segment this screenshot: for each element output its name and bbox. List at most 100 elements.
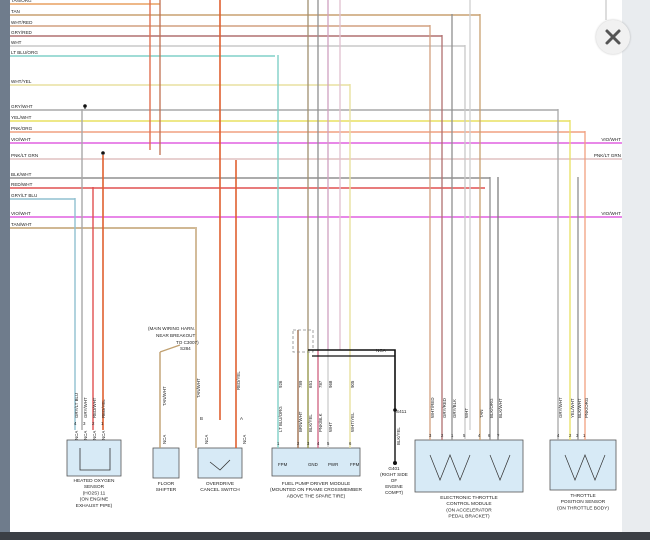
tps-pin: 2 <box>569 433 572 438</box>
caption-tps: (ON THROTTLE BODY) <box>557 505 609 511</box>
fpdm-pin: 6 <box>349 441 352 446</box>
g401-label: COMPT) <box>385 490 404 495</box>
g401-label: (RIGHT SIDE <box>380 472 408 477</box>
etcm-pin: 1 <box>451 433 454 438</box>
caption-ho2s: SENSOR <box>84 484 105 490</box>
etcm-pin: 2 <box>441 433 444 438</box>
bus-label-vio-wht-2: VIO/WHT <box>11 211 31 216</box>
bus-label-right: PNK/LT GRN <box>594 153 621 158</box>
fpdm-wire-label: PNK/BLK <box>318 413 323 432</box>
caption-etcm: CONTROL MODULE <box>446 501 491 507</box>
g401-label: ENGINE <box>385 484 403 489</box>
bus-label-yel-wht: YEL/WHT <box>11 115 32 120</box>
fpdm-wire-label: BRN/WHT <box>298 411 303 432</box>
bus-label-vio-wht-1: VIO/WHT <box>11 137 31 142</box>
fpdm-wire-label: WHT/YEL <box>350 412 355 432</box>
g401-wire-label: BLK/YEL <box>396 427 401 445</box>
etcm-pin: 4 <box>478 433 481 438</box>
ho2s-internal <box>79 448 111 471</box>
fpdm-box <box>271 447 361 477</box>
caption-fpdm: (MOUNTED ON FRAME CROSSMEMBER <box>270 487 362 493</box>
etcm-wire-label: BLK/ORG <box>489 398 494 418</box>
close-button[interactable] <box>596 20 630 54</box>
wire-nca <box>308 349 396 410</box>
ho2s-nca-label: NCA <box>83 431 88 440</box>
floor-nca: NCA <box>162 435 167 444</box>
ho2s-wire-label: GRY/WHT <box>83 397 88 418</box>
etcm-wire-label: WHT <box>464 408 469 418</box>
connector-dashed <box>292 329 314 353</box>
caption-ho2s: EXHAUST PIPE) <box>76 503 113 509</box>
caption-tps: THROTTLE <box>570 493 595 499</box>
od-pin: B <box>200 416 203 421</box>
caption-tps: POSITION SENSOR <box>561 499 606 505</box>
fpdm-terminal: FPM <box>278 462 288 467</box>
g401-label: G401 <box>388 466 400 471</box>
ho2s-wire-label: RED/WHT <box>92 397 97 418</box>
caption-etcm: ELECTRONIC THROTTLE <box>440 495 497 501</box>
fpdm-pin: 3 <box>307 441 310 446</box>
splice-note: TO C3007) <box>176 340 199 345</box>
fpdm-pin: 1 <box>277 441 280 446</box>
ho2s-box <box>66 439 122 477</box>
ho2s-nca-label: NCA <box>74 431 79 440</box>
fpdm-circuit: 905 <box>350 380 355 388</box>
od-switch-contact <box>209 459 231 471</box>
od-nca: NCA <box>242 435 247 444</box>
caption-od-switch: OVERDRIVE <box>206 481 234 487</box>
od-wire-label: TAN/WHT <box>196 378 201 398</box>
ho2s-wire-label: RED/YEL <box>101 399 106 418</box>
splice-note: (MAIN WIRING HARN. <box>148 326 195 331</box>
od-switch-box <box>197 447 243 479</box>
fpdm-circuit: 926 <box>278 380 283 388</box>
wire <box>159 344 181 353</box>
od-pin: A <box>240 416 243 421</box>
etcm-box <box>414 439 524 493</box>
bus-label-right: VIO/WHT <box>601 211 621 216</box>
bus-label-blk-wht: BLK/WHT <box>11 172 32 177</box>
ho2s-wire-label: GRY/LT BLU <box>74 393 79 418</box>
bus-label-tan: TAN <box>11 9 20 14</box>
ho2s-pin: 3 <box>83 421 86 426</box>
ho2s-pin: 1 <box>101 421 104 426</box>
caption-etcm: PEDAL BRACKET) <box>448 514 490 520</box>
ho2s-nca-label: NCA <box>101 431 106 440</box>
caption-etcm: (ON ACCELERATOR <box>446 507 492 513</box>
etcm-wire-label: WHT/RED <box>430 398 435 419</box>
tps-internal <box>564 454 606 481</box>
tps-wire-label: PNK/ORG <box>584 397 589 418</box>
close-icon <box>605 29 621 45</box>
fpdm-circuit: 968 <box>328 380 333 388</box>
fpdm-wire-label: WHT <box>328 422 333 432</box>
ho2s-pin: 4 <box>74 421 77 426</box>
etcm-internal <box>489 454 511 481</box>
od-nca: NCA <box>204 435 209 444</box>
bus-label-red-wht: RED/WHT <box>11 182 33 187</box>
tps-wire-label: BLK/WHT <box>577 398 582 418</box>
splice-s284: S284 <box>180 346 191 351</box>
caption-od-switch: CANCEL SWITCH <box>200 487 240 493</box>
viewer-bottom-bar <box>0 532 650 540</box>
fpdm-circuit: 789 <box>298 380 303 388</box>
bus-label-gry-wht: GRY/WHT <box>11 104 33 109</box>
etcm-internal <box>429 454 471 481</box>
splice-dot <box>101 151 105 155</box>
bus-label-pnk-org: PNK/ORG <box>11 126 33 131</box>
etcm-wire-label: BLK/WHT <box>498 398 503 418</box>
tps-box <box>549 439 617 491</box>
caption-fpdm: ABOVE THE SPARE TIRE) <box>287 493 346 499</box>
fpdm-terminal: FPM <box>350 462 360 467</box>
fpdm-circuit: 651 <box>308 380 313 388</box>
bus-label-wht-yel: WHT/YEL <box>11 79 32 84</box>
etcm-pin: 5 <box>463 433 466 438</box>
etcm-wire-label: TAN <box>479 410 484 418</box>
caption-floor-shifter: SHIFTER <box>156 487 177 493</box>
bus-label-lt-blu-org: LT BLU/ORG <box>11 50 38 55</box>
tps-pin: 4 <box>557 433 560 438</box>
caption-ho2s: (HO2S) 11 <box>83 490 106 496</box>
bus-label-pnk-lt-grn: PNK/LT GRN <box>11 153 38 158</box>
fpdm-terminal: PWR <box>328 462 338 467</box>
